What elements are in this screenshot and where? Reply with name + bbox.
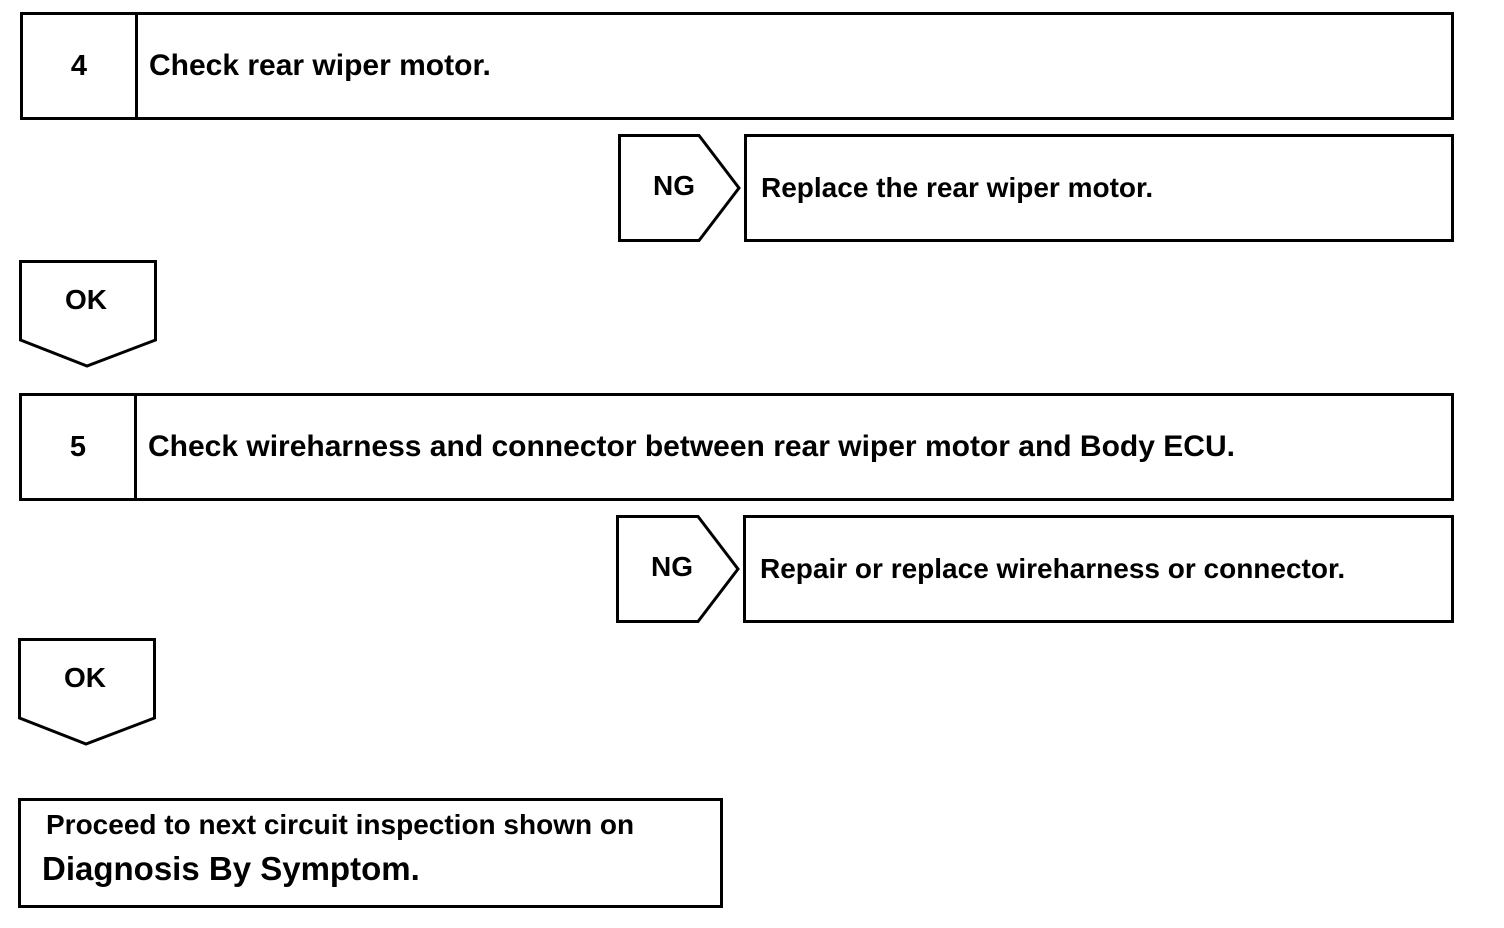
step-5-ng-result-box: Repair or replace wireharness or connect… <box>743 515 1454 623</box>
step-5-ok-arrow: OK <box>18 638 156 748</box>
step-4-text: Check rear wiper motor. <box>149 49 491 82</box>
step-5-ng-action: Repair or replace wireharness or connect… <box>760 553 1346 584</box>
step-4-ng-label: NG <box>653 170 695 201</box>
ok-arrow-shape <box>19 260 157 368</box>
step-4-box: 4 Check rear wiper motor. <box>20 12 1454 120</box>
ng-arrow-shape <box>616 515 740 623</box>
step-4-number: 4 <box>23 15 138 117</box>
final-instruction-line-1: Proceed to next circuit inspection shown… <box>46 809 635 840</box>
ok-arrow-shape <box>18 638 156 746</box>
final-instruction-box: Proceed to next circuit inspection shown… <box>18 798 723 908</box>
step-5-text: Check wireharness and connector between … <box>148 430 1235 463</box>
step-5-ng-label: NG <box>651 551 693 582</box>
step-5-box: 5 Check wireharness and connector betwee… <box>19 393 1454 501</box>
step-4-ok-arrow: OK <box>19 260 157 370</box>
step-5-ng-arrow: NG <box>616 515 742 623</box>
step-5-number: 5 <box>22 396 137 498</box>
step-4-ng-arrow: NG <box>618 134 742 242</box>
step-5-ok-label: OK <box>64 662 106 693</box>
ng-arrow-shape <box>618 134 741 242</box>
step-4-ng-action: Replace the rear wiper motor. <box>761 172 1154 203</box>
step-4-ok-label: OK <box>65 284 107 315</box>
step-4-ng-result-box: Replace the rear wiper motor. <box>744 134 1454 242</box>
final-instruction-link: Diagnosis By Symptom. <box>42 850 420 887</box>
